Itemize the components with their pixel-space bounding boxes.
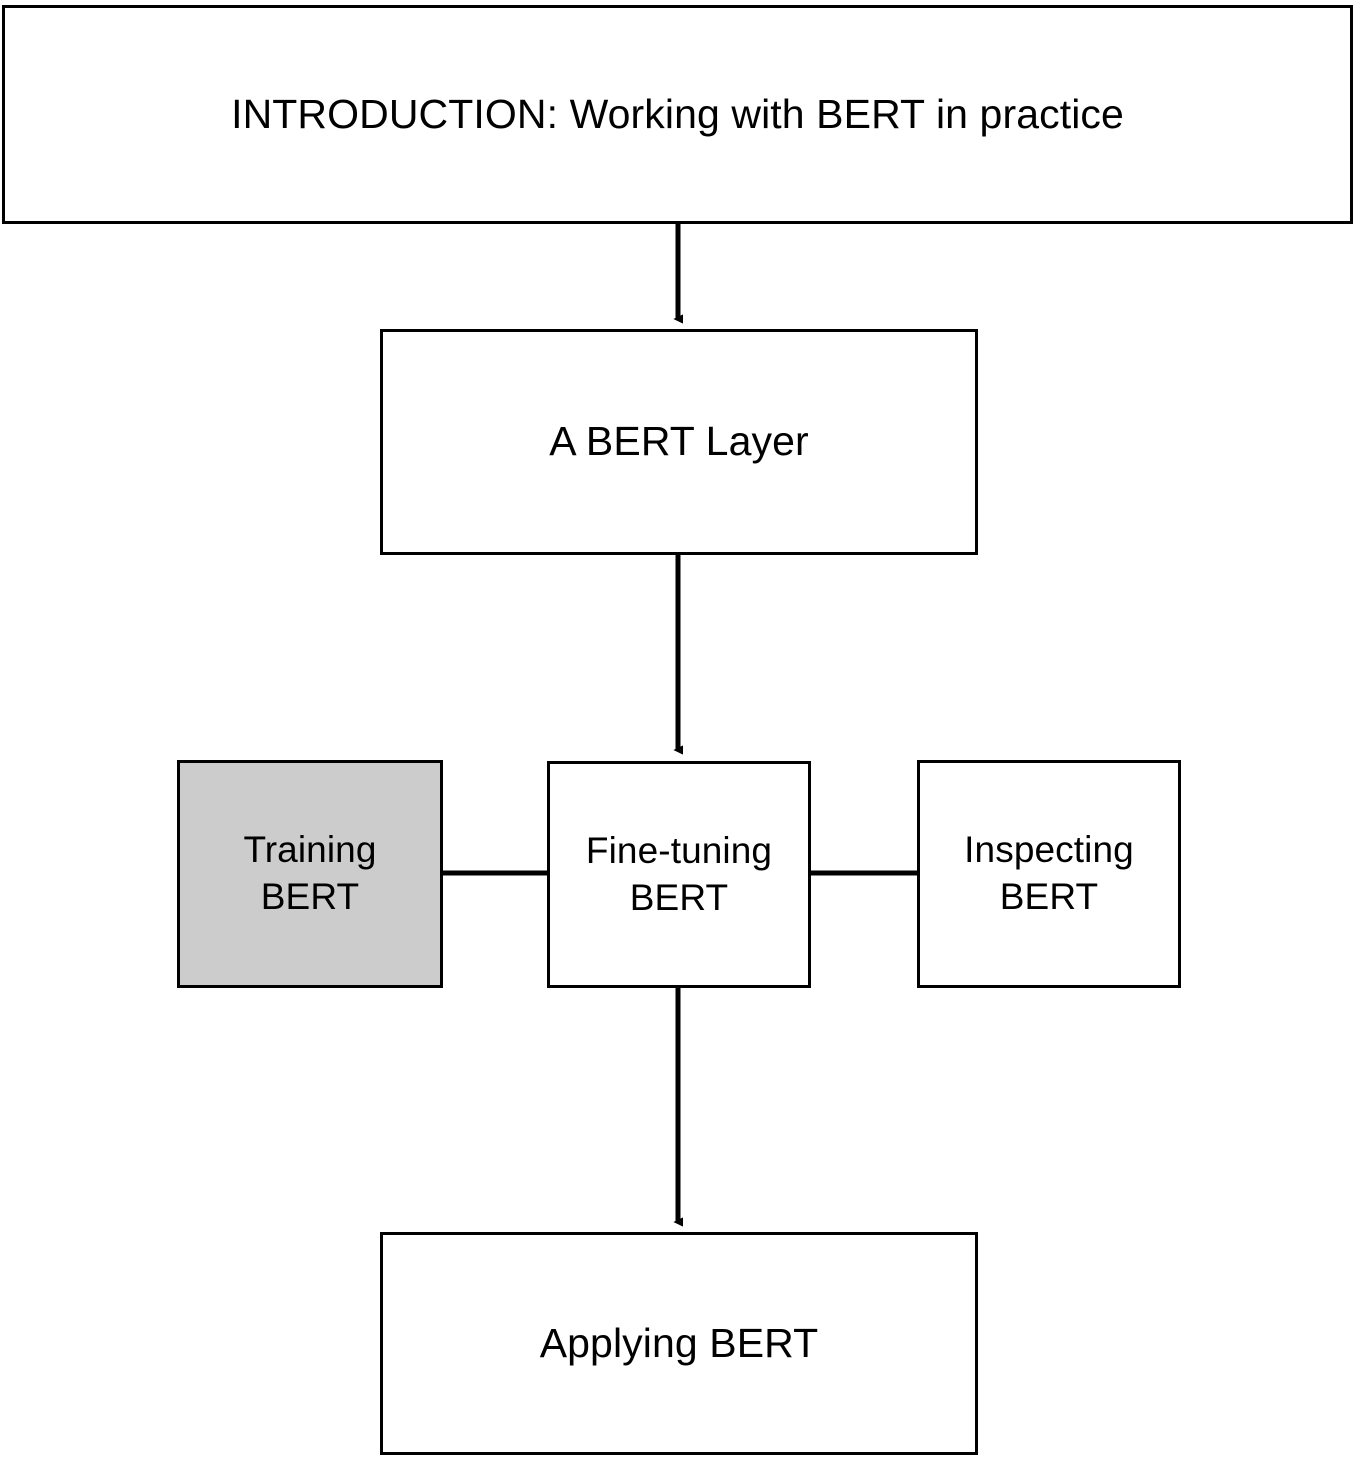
node-fine-tuning-bert[interactable]: Fine-tuning BERT [547,761,811,988]
node-inspecting-bert-label: Inspecting BERT [964,829,1134,917]
node-fine-tuning-bert-label: Fine-tuning BERT [585,829,773,918]
node-introduction[interactable]: INTRODUCTION: Working with BERT in pract… [2,5,1353,224]
node-inspecting-bert[interactable]: Inspecting BERT [917,760,1181,988]
node-training-bert[interactable]: Training BERT [177,760,443,988]
node-a-bert-layer[interactable]: A BERT Layer [380,329,978,555]
node-applying-bert[interactable]: Applying BERT [380,1232,978,1455]
node-a-bert-layer-label: A BERT Layer [549,418,809,465]
node-applying-bert-label: Applying BERT [539,1319,819,1366]
node-introduction-label: INTRODUCTION: Working with BERT in pract… [231,90,1124,137]
node-training-bert-label: Training BERT [243,829,377,917]
